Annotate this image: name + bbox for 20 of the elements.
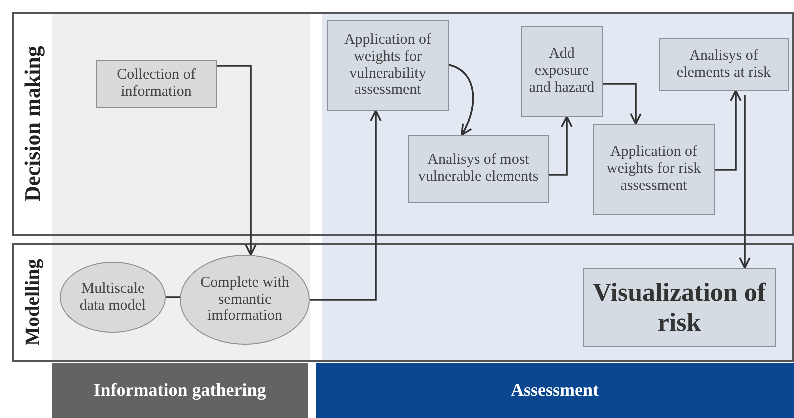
process-box: Add exposure and hazard bbox=[521, 26, 603, 117]
swimlane bbox=[12, 12, 794, 236]
process-box: Application of weights for risk assessment bbox=[593, 124, 715, 215]
connector-arrow bbox=[739, 95, 751, 269]
connector-arrow bbox=[603, 83, 642, 125]
phase-bar: Assessment bbox=[316, 363, 794, 418]
connector-arrow bbox=[310, 110, 382, 301]
lane-label: Decision making bbox=[20, 46, 46, 202]
swimlane bbox=[12, 243, 794, 362]
connector-arrow bbox=[715, 90, 742, 171]
connector-arrow bbox=[448, 64, 474, 136]
phase-bar: Information gathering bbox=[52, 363, 308, 418]
process-box: Application of weights for vulnerability assessment bbox=[327, 20, 449, 111]
process-box: Analisys of most vulnerable elements bbox=[408, 135, 549, 203]
process-box: Analisys of elements at risk bbox=[659, 38, 789, 91]
connector-arrow bbox=[549, 116, 573, 176]
connector-arrow bbox=[217, 65, 257, 256]
lane-label: Modelling bbox=[22, 259, 44, 346]
result-box: Visualization of risk bbox=[583, 268, 776, 347]
process-box: Collection of information bbox=[96, 60, 217, 108]
